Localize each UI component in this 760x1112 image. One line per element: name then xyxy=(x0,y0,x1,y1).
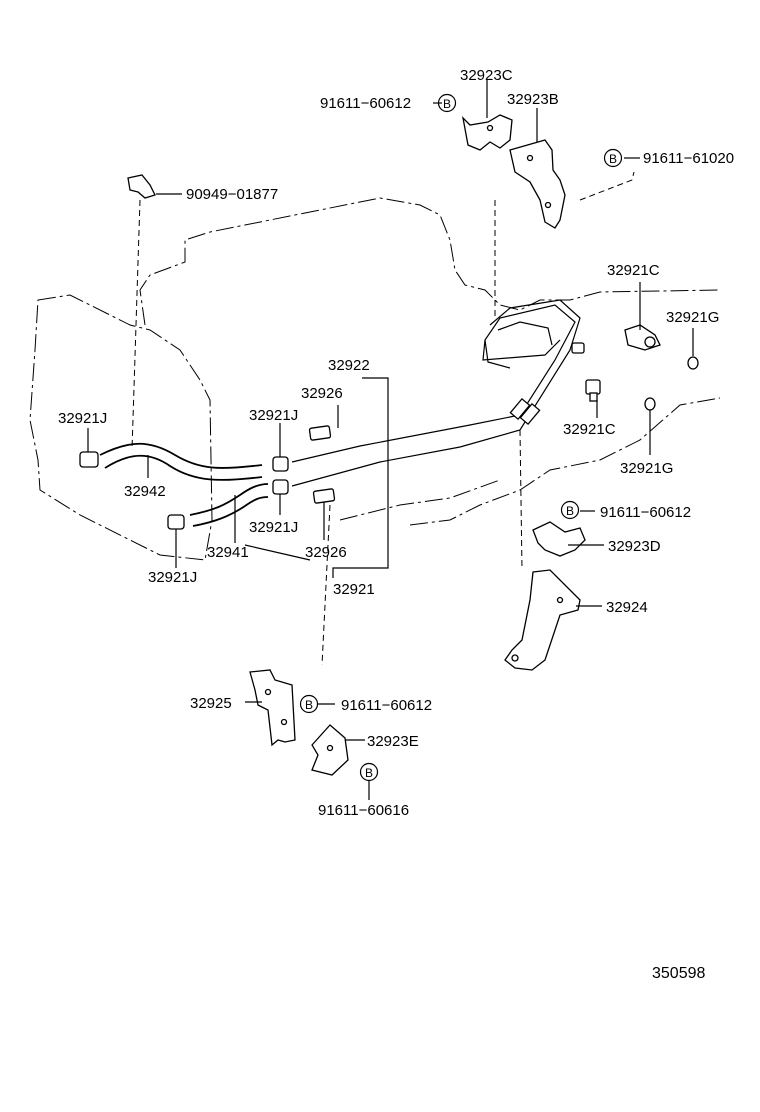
label-32921j-mid-top: 32921J xyxy=(249,407,298,424)
label-32922: 32922 xyxy=(328,357,370,374)
pipe-assembly xyxy=(291,299,581,487)
svg-text:B: B xyxy=(443,97,451,111)
engine-outline xyxy=(29,197,721,561)
label-32923c: 32923C xyxy=(460,67,513,84)
bracket-32924 xyxy=(504,569,581,671)
svg-text:B: B xyxy=(566,504,574,518)
clip-90949 xyxy=(127,174,156,199)
label-91611-60612-right: 91611−60612 xyxy=(600,504,691,521)
svg-text:B: B xyxy=(609,152,617,166)
part-labels: 32923C 91611−60612 32923B 91611−61020 90… xyxy=(58,67,734,819)
bracket-32925 xyxy=(249,669,296,747)
label-91611-60616: 91611−60616 xyxy=(318,802,409,819)
svg-text:B: B xyxy=(305,698,313,712)
clamp-32923d xyxy=(532,521,586,557)
leader-lines xyxy=(87,80,694,800)
label-32921c-mid: 32921C xyxy=(563,421,616,438)
label-32941: 32941 xyxy=(207,544,249,561)
label-90949-01877: 90949−01877 xyxy=(186,186,278,203)
label-32926-top: 32926 xyxy=(301,385,343,402)
clamp-32923e xyxy=(311,724,349,776)
label-91611-60612-top: 91611−60612 xyxy=(320,95,411,112)
label-32923e: 32923E xyxy=(367,733,419,750)
clamp-32921j-mid-bot xyxy=(272,479,289,495)
hose-32942 xyxy=(99,442,263,481)
label-32921g-top: 32921G xyxy=(666,309,719,326)
clamp-32921j-left xyxy=(79,451,99,468)
union-32921c-top xyxy=(624,324,661,351)
label-91611-60612-bot: 91611−60612 xyxy=(341,697,432,714)
clamp-32923c xyxy=(461,114,513,151)
dashed-guides xyxy=(131,171,635,666)
svg-text:B: B xyxy=(365,766,373,780)
label-32921j-left: 32921J xyxy=(58,410,107,427)
bolt-marker-right-top: B xyxy=(603,148,623,168)
label-32926-bot: 32926 xyxy=(305,544,347,561)
bracket-32923b xyxy=(509,139,566,229)
clamp-32921j-mid-top xyxy=(272,456,289,472)
label-32942: 32942 xyxy=(124,483,166,500)
clamp-32921j-bottom xyxy=(167,514,185,530)
bolt-marker-right: B xyxy=(560,500,580,520)
label-32924: 32924 xyxy=(606,599,648,616)
bolt-marker-top: B xyxy=(437,93,457,113)
label-32921c-top: 32921C xyxy=(607,262,660,279)
reference-number: 350598 xyxy=(652,965,705,982)
label-32923d: 32923D xyxy=(608,538,661,555)
gasket-32921g-mid xyxy=(644,397,656,411)
bolt-marker-bottom-2: B xyxy=(359,762,379,782)
label-91611-61020: 91611−61020 xyxy=(643,150,734,167)
label-32921j-mid-bot: 32921J xyxy=(249,519,298,536)
tube-32926-top xyxy=(308,425,332,441)
hose-32941 xyxy=(189,483,269,527)
label-32921j-bot: 32921J xyxy=(148,569,197,586)
label-32921: 32921 xyxy=(333,581,375,598)
union-small xyxy=(571,342,585,354)
label-32925: 32925 xyxy=(190,695,232,712)
gasket-32921g-top xyxy=(687,356,699,370)
label-32923b: 32923B xyxy=(507,91,559,108)
union-32921c-mid xyxy=(585,379,601,402)
label-32921g-mid: 32921G xyxy=(620,460,673,477)
tube-32926-bottom xyxy=(312,488,336,504)
bolt-marker-bottom: B xyxy=(299,694,319,714)
